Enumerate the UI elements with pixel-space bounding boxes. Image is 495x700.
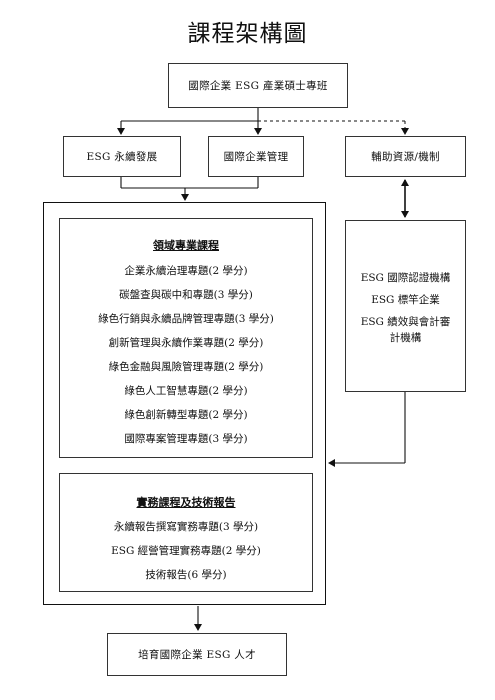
esg-sustainability-box: ESG 永續發展	[63, 136, 181, 177]
program-box: 國際企業 ESG 產業碩士專班	[168, 63, 348, 108]
international-business-box: 國際企業管理	[208, 136, 304, 177]
course-item: 綠色人工智慧專題(2 學分)	[124, 385, 248, 397]
course-item: 企業永續治理專題(2 學分)	[124, 265, 248, 277]
course-item: 國際專案管理專題(3 學分)	[124, 433, 248, 445]
resource-item: ESG 績效與會計審	[360, 315, 451, 328]
course-item: 綠色金融與風險管理專題(2 學分)	[108, 361, 264, 373]
resource-item: ESG 國際認證機構	[360, 271, 451, 284]
practice-courses-heading: 實務課程及技術報告	[136, 496, 236, 509]
practice-item: ESG 經營管理實務專題(2 學分)	[111, 545, 261, 557]
course-item: 綠色行銷與永續品牌管理專題(3 學分)	[98, 313, 274, 325]
practice-courses-panel: 實務課程及技術報告 永續報告撰寫實務專題(3 學分) ESG 經營管理實務專題(…	[59, 473, 313, 592]
international-business-label: 國際企業管理	[223, 151, 289, 163]
course-item: 碳盤查與碳中和專題(3 學分)	[119, 289, 253, 301]
practice-item: 永續報告撰寫實務專題(3 學分)	[113, 521, 259, 533]
program-label: 國際企業 ESG 產業碩士專班	[188, 80, 328, 92]
resources-box: ESG 國際認證機構 ESG 標竿企業 ESG 績效與會計審 計機構	[345, 220, 466, 392]
course-item: 創新管理與永續作業專題(2 學分)	[108, 337, 264, 349]
practice-item: 技術報告(6 學分)	[145, 569, 227, 581]
domain-courses-heading: 領域專業課程	[153, 239, 219, 252]
resource-item: ESG 標竿企業	[371, 293, 440, 306]
support-resources-label: 輔助資源/機制	[371, 151, 440, 163]
domain-courses-panel: 領域專業課程 企業永續治理專題(2 學分) 碳盤查與碳中和專題(3 學分) 綠色…	[59, 218, 313, 458]
resource-item: 計機構	[389, 331, 422, 344]
outcome-label: 培育國際企業 ESG 人才	[138, 649, 256, 661]
page-title: 課程架構圖	[187, 21, 308, 47]
esg-sustainability-label: ESG 永續發展	[86, 151, 158, 163]
support-resources-box: 輔助資源/機制	[345, 136, 466, 177]
course-item: 綠色創新轉型專題(2 學分)	[124, 409, 248, 421]
outcome-box: 培育國際企業 ESG 人才	[107, 633, 287, 676]
